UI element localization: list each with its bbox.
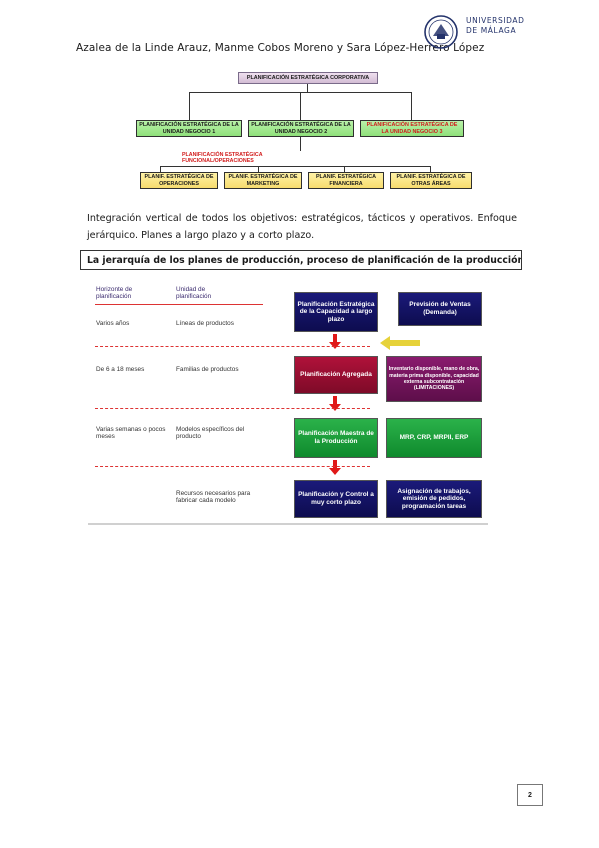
org-unit-1: PLANIFICACIÓN ESTRATÉGICA DE LA UNIDAD N… bbox=[136, 120, 242, 137]
row1-plan-box: Planificación Estratégica de la Capacida… bbox=[294, 292, 378, 332]
org-functional-finance: PLANIF. ESTRATÉGICA FINANCIERA bbox=[308, 172, 384, 189]
input-arrow-icon bbox=[380, 336, 420, 350]
org-unit-3: PLANIFICACIÓN ESTRATÉGICA DE LA UNIDAD N… bbox=[360, 120, 464, 137]
row3-horizon: Varias semanas o pocos meses bbox=[96, 426, 166, 441]
page-number: 2 bbox=[517, 784, 543, 806]
row-separator-2 bbox=[95, 408, 370, 409]
row3-unit: Modelos específicos del producto bbox=[176, 426, 245, 441]
col-header-unit: Unidad de planificación bbox=[176, 286, 212, 301]
row2-horizon: De 6 a 18 meses bbox=[96, 366, 145, 373]
diagram-bottom-rule bbox=[88, 523, 488, 525]
org-functional-label-1: PLANIFICACIÓN ESTRATÉGICA bbox=[182, 152, 263, 158]
row4-input-box: Asignación de trabajos, emisión de pedid… bbox=[386, 480, 482, 518]
org-unit-2: PLANIFICACIÓN ESTRATÉGICA DE LA UNIDAD N… bbox=[248, 120, 354, 137]
down-arrow-2-icon bbox=[329, 404, 341, 411]
down-arrow-1-icon bbox=[329, 342, 341, 349]
row1-input-box: Previsión de Ventas (Demanda) bbox=[398, 292, 482, 326]
row2-input-box: Inventario disponible, mano de obra, mat… bbox=[386, 356, 482, 402]
org-functional-marketing: PLANIF. ESTRATÉGICA DE MARKETING bbox=[224, 172, 302, 189]
org-functional-operations: PLANIF. ESTRATÉGICA DE OPERACIONES bbox=[140, 172, 218, 189]
col-header-horizon: Horizonte de planificación bbox=[96, 286, 133, 301]
row2-unit: Familias de productos bbox=[176, 366, 239, 373]
row3-input-box: MRP, CRP, MRPII, ERP bbox=[386, 418, 482, 458]
body-paragraph: Integración vertical de todos los objeti… bbox=[87, 213, 517, 241]
row3-plan-box: Planificación Maestra de la Producción bbox=[294, 418, 378, 458]
row-separator-1 bbox=[95, 346, 370, 347]
org-top-box: PLANIFICACIÓN ESTRATÉGICA CORPORATIVA bbox=[238, 72, 378, 84]
university-line-2: DE MÁLAGA bbox=[466, 26, 517, 35]
header-rule bbox=[95, 304, 263, 305]
row4-plan-box: Planificación y Control a muy corto plaz… bbox=[294, 480, 378, 518]
university-line-1: UNIVERSIDAD bbox=[466, 16, 525, 25]
row-separator-3 bbox=[95, 466, 370, 467]
org-functional-other: PLANIF. ESTRATÉGICA DE OTRAS ÁREAS bbox=[390, 172, 472, 189]
university-seal-icon bbox=[424, 15, 458, 49]
org-functional-label: PLANIFICACIÓN ESTRATÉGICA FUNCIONAL/OPER… bbox=[182, 152, 302, 164]
row4-unit: Recursos necesarios para fabricar cada m… bbox=[176, 490, 251, 505]
row1-unit: Líneas de productos bbox=[176, 320, 234, 327]
org-functional-label-2: FUNCIONAL/OPERACIONES bbox=[182, 158, 254, 164]
down-arrow-3-icon bbox=[329, 468, 341, 475]
row1-horizon: Varios años bbox=[96, 320, 130, 327]
row2-plan-box: Planificación Agregada bbox=[294, 356, 378, 394]
university-name: UNIVERSIDAD DE MÁLAGA bbox=[466, 16, 525, 36]
figure-caption: La jerarquía de los planes de producción… bbox=[80, 250, 522, 270]
authors-header: Azalea de la Linde Arauz, Manme Cobos Mo… bbox=[76, 42, 485, 54]
